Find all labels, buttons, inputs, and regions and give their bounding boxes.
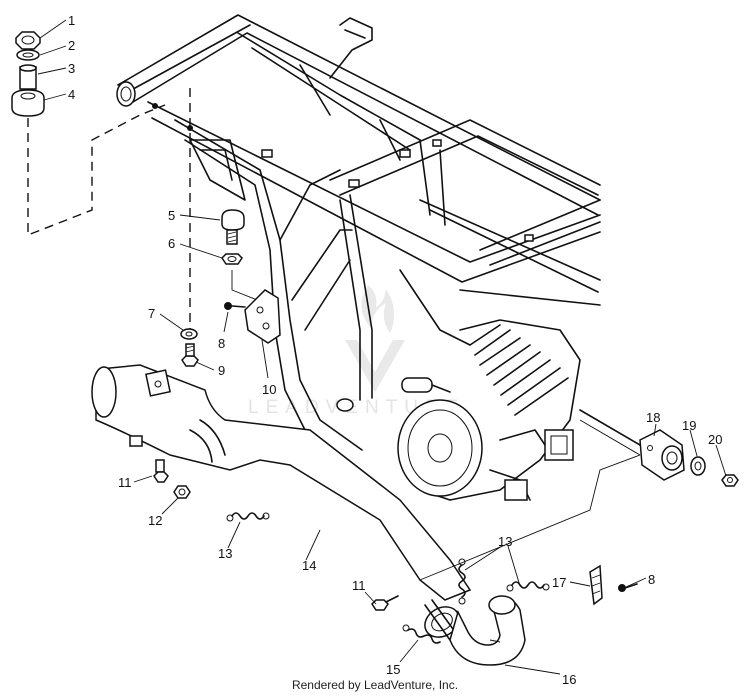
callout-14: 14 bbox=[302, 558, 316, 573]
callout-19: 19 bbox=[682, 418, 696, 433]
screw-part-8-upper bbox=[224, 302, 246, 310]
leader-lines bbox=[37, 19, 727, 675]
assembly-dash-line-1 bbox=[27, 104, 166, 237]
flange-dashed-line bbox=[419, 454, 641, 581]
callout-12: 12 bbox=[148, 513, 162, 528]
callout-3: 3 bbox=[68, 61, 75, 76]
callout-labels: 1 2 3 4 5 6 7 8 9 10 11 12 13 14 11 13 1… bbox=[68, 13, 722, 687]
bracket-part-10 bbox=[244, 289, 281, 344]
callout-4: 4 bbox=[68, 87, 75, 102]
callout-8-right: 8 bbox=[648, 572, 655, 587]
clip-part-17 bbox=[589, 564, 603, 606]
callout-13-right: 13 bbox=[498, 534, 512, 549]
callout-8-upper: 8 bbox=[218, 336, 225, 351]
spring-13-right bbox=[506, 581, 550, 592]
callout-2: 2 bbox=[68, 38, 75, 53]
bolt-part-11-left bbox=[153, 459, 169, 483]
callout-20: 20 bbox=[708, 432, 722, 447]
callout-11-right: 11 bbox=[352, 578, 366, 593]
callout-16: 16 bbox=[562, 672, 576, 687]
bolt-part-9 bbox=[181, 343, 199, 367]
flange-part-18 bbox=[639, 429, 685, 481]
nut-part-12 bbox=[173, 485, 191, 499]
callout-11-left: 11 bbox=[118, 475, 132, 490]
mount-stack bbox=[11, 31, 45, 117]
callout-5: 5 bbox=[168, 208, 175, 223]
callout-15: 15 bbox=[386, 662, 400, 677]
callout-10: 10 bbox=[262, 382, 276, 397]
watermark-logo bbox=[345, 285, 405, 392]
callout-13-left: 13 bbox=[218, 546, 232, 561]
callout-1: 1 bbox=[68, 13, 75, 28]
spring-13-left bbox=[226, 512, 270, 522]
callout-6: 6 bbox=[168, 236, 175, 251]
nut-part-20 bbox=[721, 474, 739, 487]
washer-part-7 bbox=[180, 328, 198, 340]
callout-9: 9 bbox=[218, 363, 225, 378]
muffler-and-pipe bbox=[91, 364, 472, 641]
watermark-text: LEADVENTURE bbox=[248, 397, 465, 418]
head-pipe bbox=[449, 595, 526, 666]
washer-part-19 bbox=[690, 456, 706, 476]
bolt-part-11-right bbox=[371, 595, 399, 611]
spring-13-upper bbox=[458, 558, 466, 605]
callout-18: 18 bbox=[646, 410, 660, 425]
spring-15 bbox=[402, 624, 441, 644]
callout-17: 17 bbox=[552, 575, 566, 590]
footer-credit: Rendered by LeadVenture, Inc. bbox=[291, 678, 459, 692]
engine-assembly bbox=[397, 269, 641, 501]
bumper-and-washer bbox=[221, 209, 245, 265]
callout-7: 7 bbox=[148, 306, 155, 321]
screw-part-8-right bbox=[618, 583, 638, 592]
frame-assembly bbox=[116, 14, 601, 456]
